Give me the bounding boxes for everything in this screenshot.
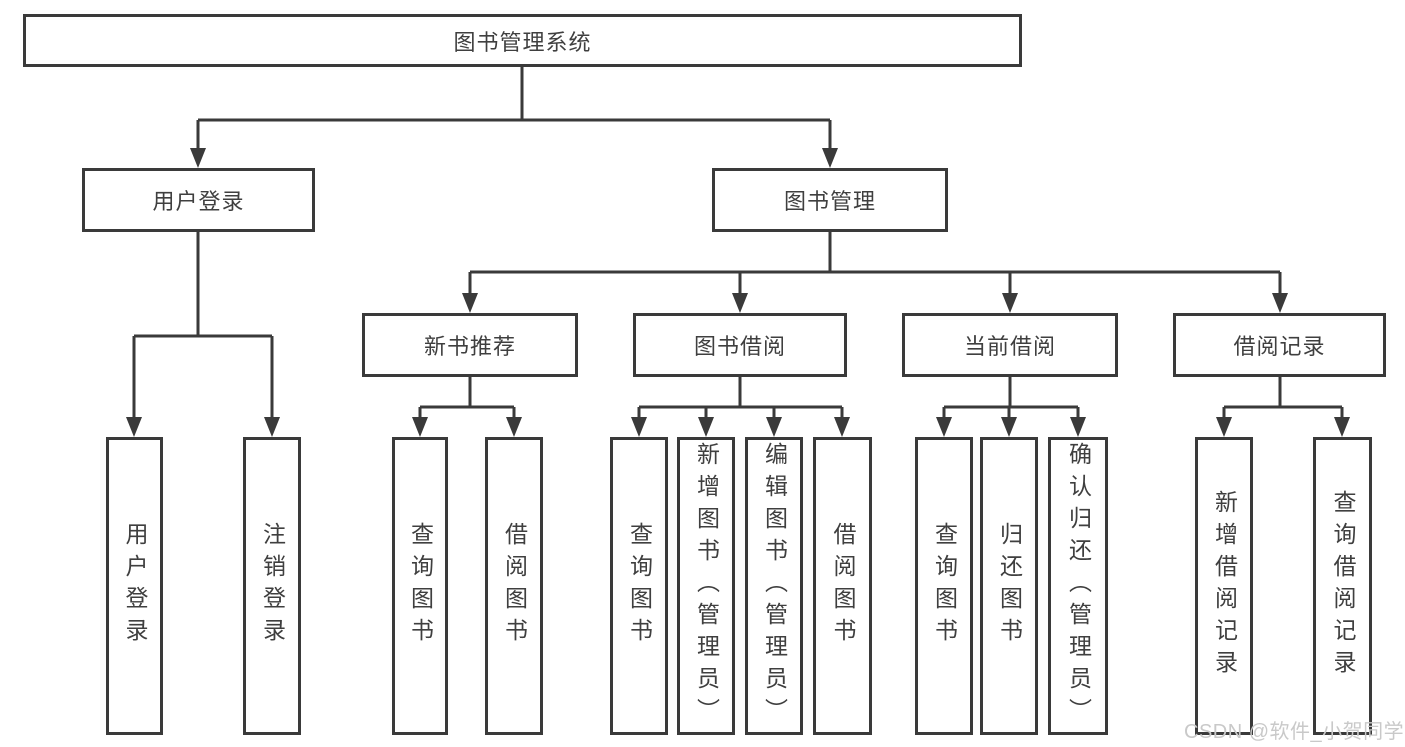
arrow-down-icon <box>1002 293 1018 313</box>
leaf-logout: 注销登录 <box>243 437 301 735</box>
leaf-borrow-edit-book-admin: 编辑图书（管理员） <box>745 437 803 735</box>
node-borrow-record: 借阅记录 <box>1173 313 1386 377</box>
node-current-borrow: 当前借阅 <box>902 313 1118 377</box>
arrow-down-icon <box>1001 417 1017 437</box>
leaf-label: 新增图书（管理员） <box>693 442 720 730</box>
leaf-user-login: 用户登录 <box>106 437 163 735</box>
connector-paths <box>132 67 1344 419</box>
leaf-label: 用户登录 <box>122 522 148 650</box>
leaf-borrow-query-book: 查询图书 <box>610 437 668 735</box>
arrow-down-icon <box>506 417 522 437</box>
arrow-down-icon <box>732 293 748 313</box>
arrow-down-icon <box>936 417 952 437</box>
leaf-borrow-add-book-admin: 新增图书（管理员） <box>677 437 735 735</box>
arrow-down-icon <box>412 417 428 437</box>
leaf-label: 借阅图书 <box>501 522 528 650</box>
arrow-down-icon <box>462 293 478 313</box>
arrow-down-icon <box>822 148 838 168</box>
leaf-record-query-record: 查询借阅记录 <box>1313 437 1372 735</box>
arrow-down-icon <box>126 417 142 437</box>
arrow-down-icon <box>1216 417 1232 437</box>
arrow-down-icon <box>1272 293 1288 313</box>
leaf-current-query-book: 查询图书 <box>915 437 973 735</box>
node-new-book-recommend: 新书推荐 <box>362 313 578 377</box>
arrow-down-icon <box>834 417 850 437</box>
leaf-label: 归还图书 <box>996 522 1023 650</box>
watermark: CSDN @软件_小贺同学 <box>1184 721 1405 743</box>
arrow-down-icon <box>190 148 206 168</box>
arrow-down-icon <box>698 417 714 437</box>
arrow-down-icon <box>1070 417 1086 437</box>
node-book-management: 图书管理 <box>712 168 948 232</box>
leaf-label: 查询图书 <box>931 522 958 650</box>
leaf-current-return-book: 归还图书 <box>980 437 1038 735</box>
leaf-label: 查询借阅记录 <box>1330 490 1356 682</box>
leaf-newrec-query-book: 查询图书 <box>392 437 448 735</box>
leaf-label: 注销登录 <box>259 522 286 650</box>
node-root: 图书管理系统 <box>23 14 1022 67</box>
arrow-down-icon <box>631 417 647 437</box>
arrow-down-icon <box>264 417 280 437</box>
arrow-down-icon <box>766 417 782 437</box>
arrow-down-icon <box>1334 417 1350 437</box>
leaf-label: 查询图书 <box>626 522 653 650</box>
leaf-record-add-record: 新增借阅记录 <box>1195 437 1253 735</box>
leaf-label: 借阅图书 <box>830 522 856 650</box>
leaf-label: 确认归还（管理员） <box>1065 442 1092 730</box>
node-user-login: 用户登录 <box>82 168 315 232</box>
leaf-label: 查询图书 <box>407 522 434 650</box>
leaf-label: 新增借阅记录 <box>1211 490 1238 682</box>
leaf-borrow-borrow-book: 借阅图书 <box>813 437 872 735</box>
leaf-current-confirm-return-admin: 确认归还（管理员） <box>1048 437 1108 735</box>
leaf-newrec-borrow-book: 借阅图书 <box>485 437 543 735</box>
node-book-borrow: 图书借阅 <box>633 313 847 377</box>
leaf-label: 编辑图书（管理员） <box>761 442 788 730</box>
